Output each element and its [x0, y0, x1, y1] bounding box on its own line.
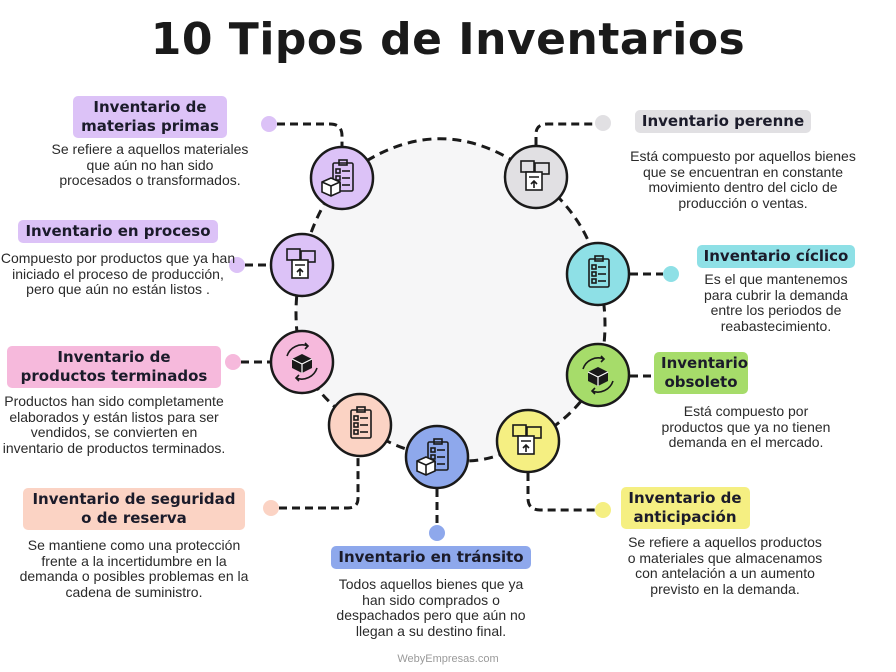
node-boxes-icon — [503, 144, 569, 210]
connector-dot — [595, 502, 611, 518]
cycle-ring — [294, 137, 607, 463]
item-desc: Todos aquellos bienes que ya han sido co… — [336, 576, 526, 639]
item-desc: Se refiere a aquellos productos o materi… — [627, 534, 823, 597]
page-title: 10 Tipos de Inventarios — [150, 14, 746, 65]
node-recycle-box-icon — [565, 342, 631, 408]
node-boxes-icon — [495, 408, 561, 474]
node-recycle-box-icon — [269, 329, 335, 395]
connector-dot — [261, 116, 277, 132]
item-title: Inventario de materias primas — [73, 96, 227, 138]
node-checklist-icon — [565, 241, 631, 307]
item-desc: Se refiere a aquellos materiales que aún… — [51, 141, 249, 188]
item-desc: Es el que mantenemos para cubrir la dema… — [704, 271, 848, 334]
node-checklist-icon — [327, 392, 393, 458]
item-desc: Compuesto por productos que ya han inici… — [0, 250, 236, 297]
item-title: Inventario de seguridad o de reserva — [23, 488, 245, 530]
connector-line — [277, 122, 344, 146]
item-title: Inventario perenne — [634, 110, 812, 133]
connector-dot — [229, 257, 245, 273]
item-seguridad: Inventario de seguridad o de reserva Se … — [14, 488, 254, 600]
connector-line — [526, 473, 595, 512]
item-desc: Está compuesto por productos que ya no t… — [661, 403, 831, 450]
connector-dot — [663, 266, 679, 282]
item-title: Inventario cíclico — [696, 245, 856, 268]
item-transito: Inventario en tránsito Todos aquellos bi… — [326, 546, 536, 639]
item-desc: Está compuesto por aquellos bienes que s… — [630, 148, 856, 211]
item-en-proceso: Inventario en proceso Compuesto por prod… — [0, 220, 236, 298]
item-desc: Productos han sido completamente elabora… — [2, 393, 226, 456]
item-productos-terminados: Inventario de productos terminados Produ… — [0, 346, 228, 456]
item-title: Inventario de anticipación — [620, 487, 750, 529]
item-title: Inventario en tránsito — [331, 546, 531, 569]
node-boxes-icon — [269, 232, 335, 298]
item-anticipacion: Inventario de anticipación Se refiere a … — [614, 487, 836, 597]
connector-dot — [429, 525, 445, 541]
node-clipboard-box-icon — [404, 424, 470, 490]
item-title: Inventario obsoleto — [654, 352, 748, 394]
item-obsoleto: Inventario obsoleto Está compuesto por p… — [646, 352, 846, 451]
item-ciclico: Inventario cíclico Es el que mantenemos … — [686, 245, 866, 334]
connector-dot — [225, 354, 241, 370]
node-clipboard-box-icon — [309, 145, 375, 211]
footer-credit: WebyEmpresas.com — [397, 653, 499, 665]
connector-line — [534, 122, 595, 145]
item-materias-primas: Inventario de materias primas Se refiere… — [40, 96, 260, 189]
item-title: Inventario en proceso — [18, 220, 218, 243]
connector-line — [279, 457, 360, 510]
item-desc: Se mantiene como una protección frente a… — [19, 537, 249, 600]
connector-dot — [263, 500, 279, 516]
item-title: Inventario de productos terminados — [7, 346, 221, 388]
connector-dot — [595, 115, 611, 131]
item-perenne: Inventario perenne Está compuesto por aq… — [628, 110, 858, 211]
